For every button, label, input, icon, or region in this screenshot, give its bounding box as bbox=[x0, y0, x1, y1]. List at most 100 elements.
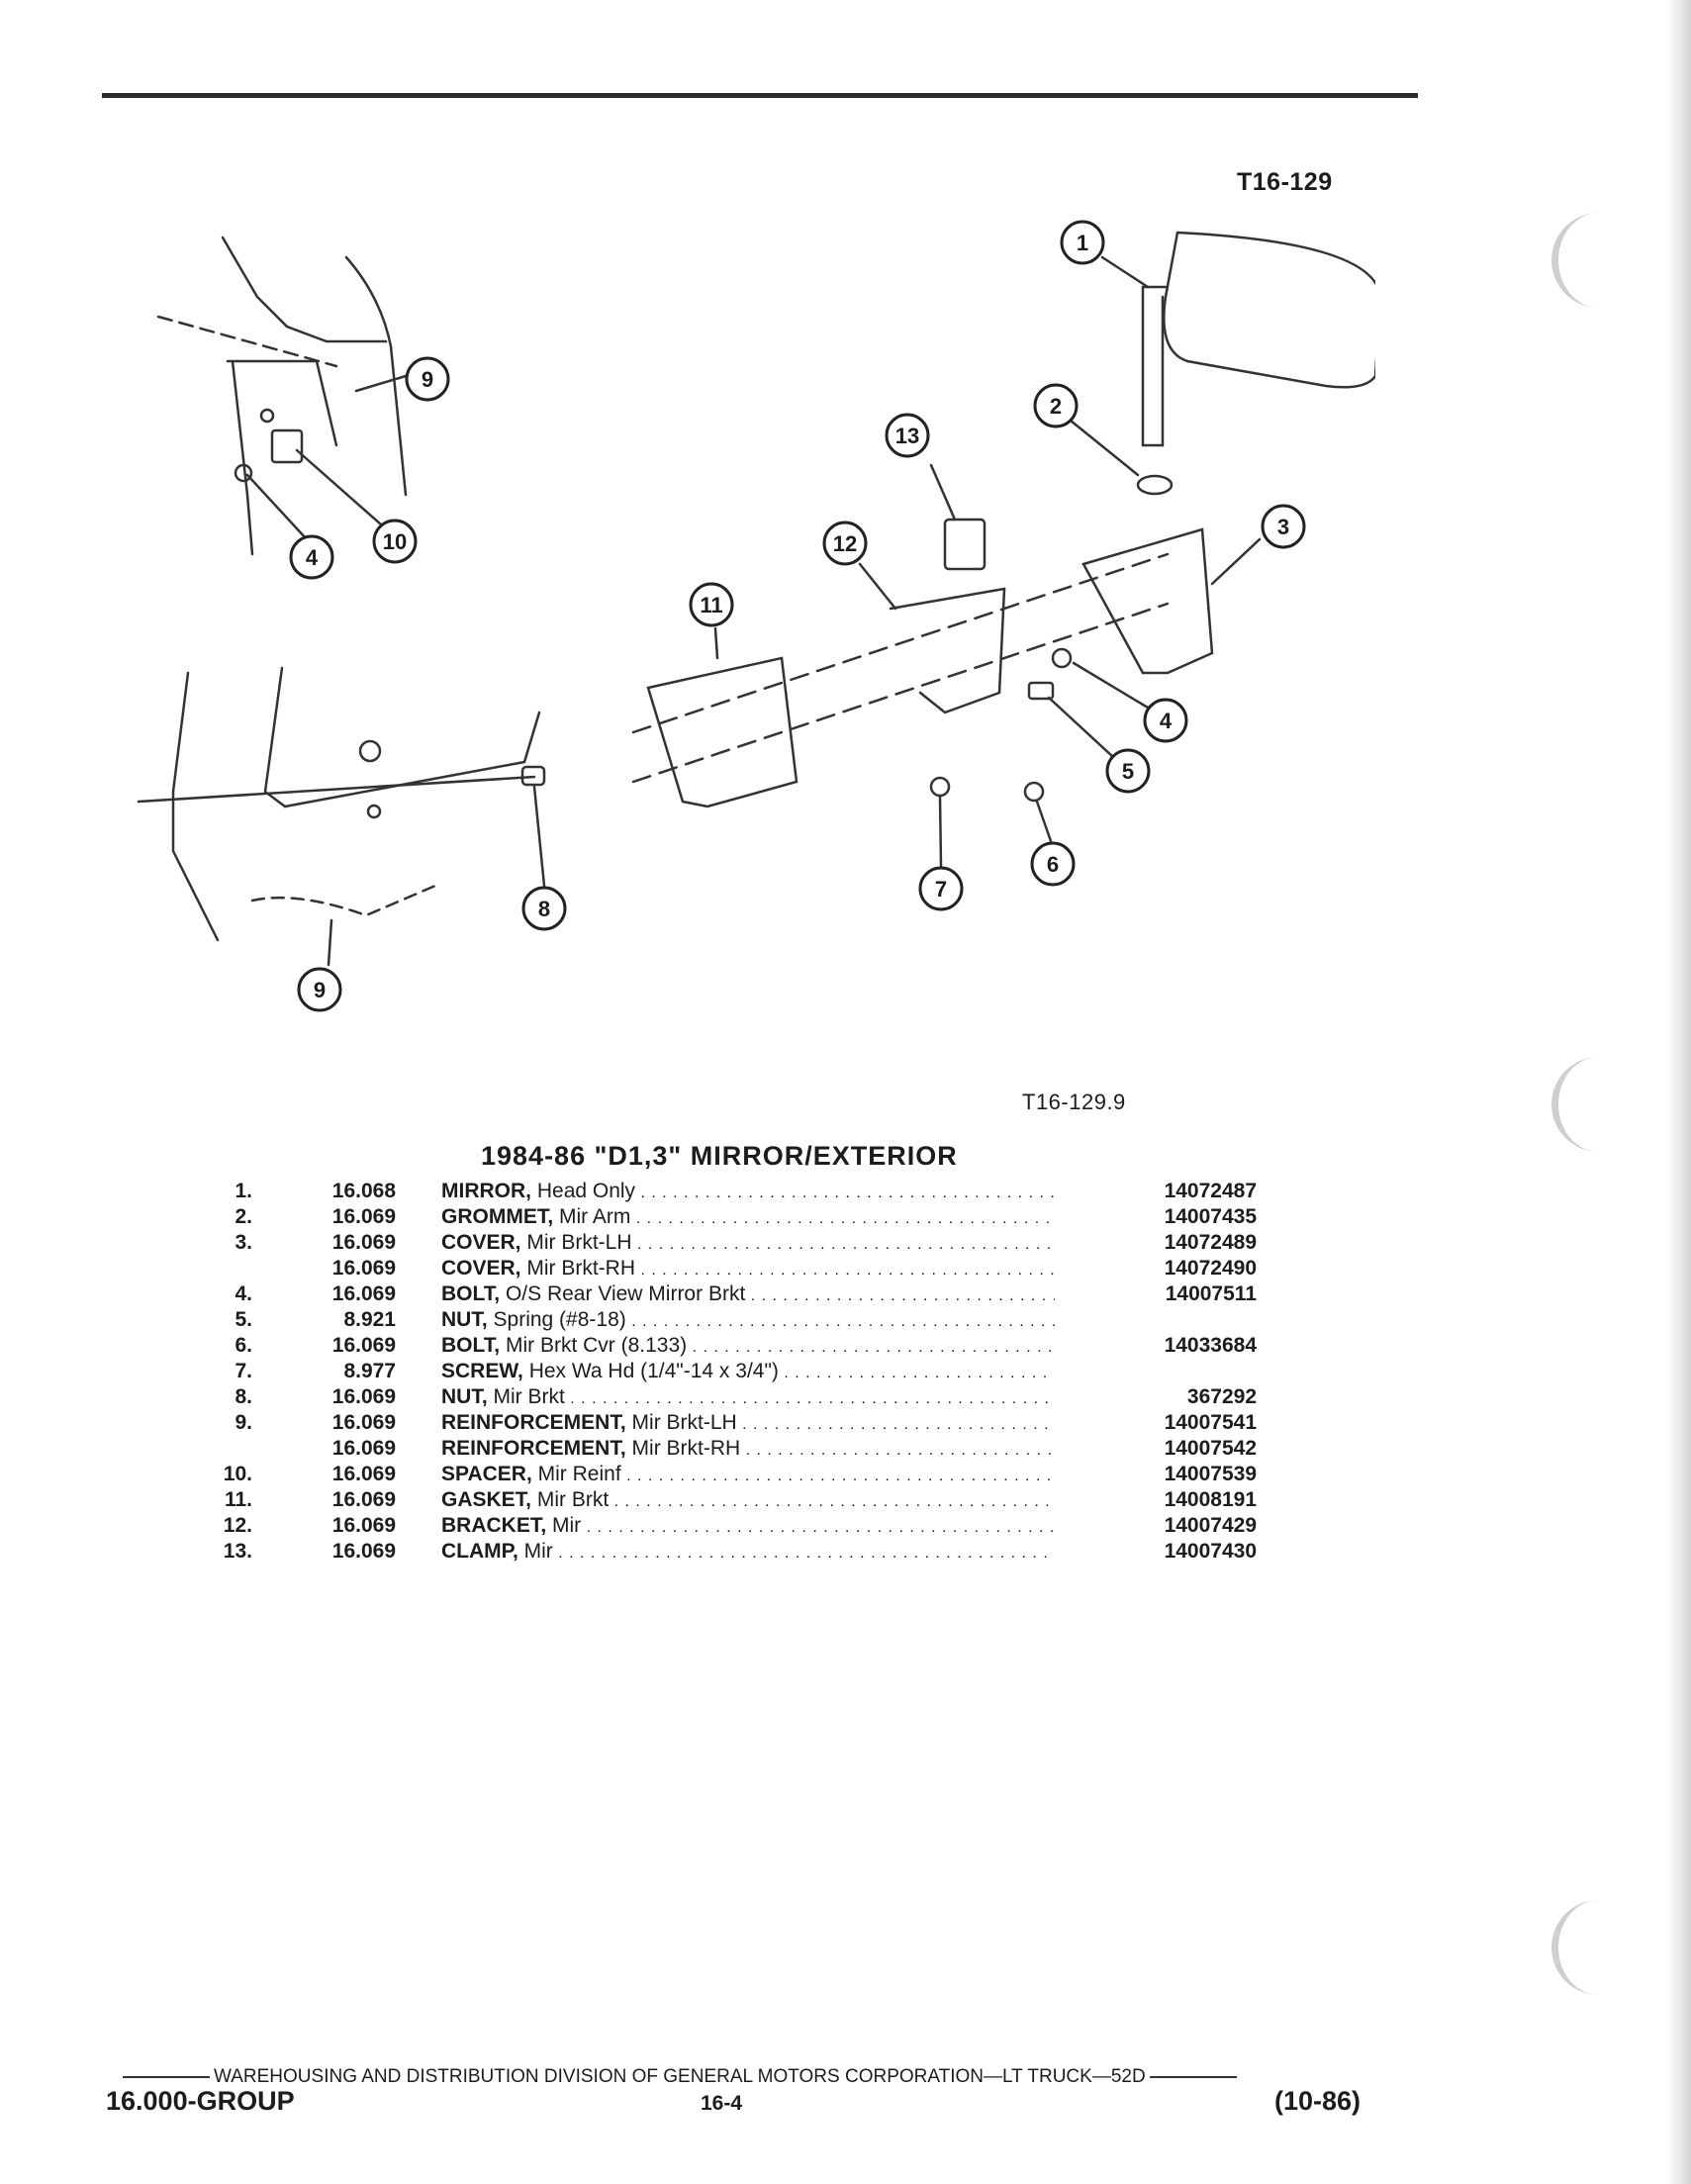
gm-part-number: 14007430 bbox=[1164, 1540, 1257, 1563]
callout-4: 4 bbox=[1143, 698, 1188, 743]
part-number-index: 5. bbox=[235, 1308, 252, 1331]
part-detail: Mir Brkt Cvr (8.133) bbox=[505, 1334, 688, 1357]
part-description: REINFORCEMENT, Mir Brkt-LH bbox=[441, 1410, 1055, 1438]
part-detail: Hex Wa Hd (1/4"-14 x 3/4") bbox=[528, 1360, 779, 1382]
callout-6: 6 bbox=[1030, 841, 1076, 887]
callout-7: 7 bbox=[918, 866, 964, 911]
grommet-shape bbox=[1136, 474, 1174, 496]
part-name: GROMMET, bbox=[441, 1205, 554, 1228]
part-detail: Mir Brkt bbox=[536, 1488, 610, 1511]
part-number-index: 4. bbox=[235, 1282, 252, 1305]
part-number-index: 1. bbox=[235, 1180, 252, 1202]
door-line bbox=[171, 671, 220, 942]
group-number: 16.069 bbox=[331, 1385, 396, 1408]
mirror-head-shape bbox=[1163, 231, 1375, 389]
leader-line bbox=[327, 918, 333, 967]
part-detail: Mir bbox=[523, 1540, 553, 1563]
bolt-shape bbox=[1051, 647, 1073, 669]
revision-date: (10-86) bbox=[1274, 2086, 1362, 2116]
svg-text:10: 10 bbox=[383, 529, 407, 554]
gm-part-number: 14007541 bbox=[1164, 1411, 1257, 1434]
gm-part-number: 14007435 bbox=[1164, 1205, 1257, 1228]
part-detail: Spring (#8-18) bbox=[493, 1308, 626, 1331]
part-name: GASKET, bbox=[441, 1488, 532, 1511]
svg-text:6: 6 bbox=[1047, 852, 1059, 877]
gm-part-number: 14072489 bbox=[1164, 1231, 1257, 1254]
leader-line bbox=[245, 473, 309, 541]
centerline bbox=[631, 552, 1170, 734]
leader-line bbox=[295, 448, 383, 526]
pillar-line bbox=[221, 236, 388, 343]
gm-part-number: 14007539 bbox=[1164, 1463, 1257, 1485]
part-name: MIRROR, bbox=[441, 1180, 531, 1202]
group-number: 8.977 bbox=[343, 1360, 396, 1382]
callout-10: 10 bbox=[372, 519, 418, 564]
svg-text:5: 5 bbox=[1122, 759, 1134, 784]
centerline bbox=[631, 602, 1170, 784]
svg-text:7: 7 bbox=[935, 877, 947, 902]
part-number-index: 9. bbox=[235, 1411, 252, 1434]
bolt-shape bbox=[259, 408, 275, 424]
leader-line bbox=[1072, 661, 1150, 710]
part-detail: Mir Brkt bbox=[493, 1385, 565, 1408]
part-name: BRACKET, bbox=[441, 1514, 547, 1537]
part-description: GROMMET, Mir Arm bbox=[441, 1204, 1055, 1232]
leader-line bbox=[1035, 800, 1053, 843]
part-detail: Mir Arm bbox=[559, 1205, 631, 1228]
group-number: 16.069 bbox=[331, 1205, 396, 1228]
part-description: REINFORCEMENT, Mir Brkt-RH bbox=[441, 1436, 1055, 1464]
bolt-shape bbox=[1023, 781, 1045, 803]
part-number-index: 11. bbox=[224, 1488, 252, 1511]
part-name: COVER, bbox=[441, 1231, 521, 1254]
binder-hole bbox=[1551, 1900, 1604, 1995]
footer-group: 16.000-GROUP bbox=[106, 2086, 295, 2116]
page-title: 1984-86 "D1,3" MIRROR/EXTERIOR bbox=[481, 1141, 958, 1171]
svg-text:4: 4 bbox=[306, 545, 319, 570]
pillar-line bbox=[231, 359, 254, 556]
binder-hole bbox=[1551, 1057, 1604, 1152]
leader-line bbox=[938, 795, 943, 868]
callout-11: 11 bbox=[689, 582, 734, 627]
pillar-line bbox=[344, 255, 408, 497]
part-description: COVER, Mir Brkt-LH bbox=[441, 1230, 1055, 1258]
part-name: CLAMP, bbox=[441, 1540, 518, 1563]
group-number: 16.068 bbox=[331, 1180, 396, 1202]
svg-text:2: 2 bbox=[1050, 394, 1062, 419]
door-line bbox=[263, 666, 541, 808]
group-number: 16.069 bbox=[331, 1411, 396, 1434]
door-line bbox=[137, 775, 536, 804]
part-description: SCREW, Hex Wa Hd (1/4"-14 x 3/4") bbox=[441, 1359, 1055, 1386]
callout-5: 5 bbox=[1105, 748, 1151, 794]
svg-text:13: 13 bbox=[895, 424, 919, 448]
group-number: 16.069 bbox=[331, 1282, 396, 1305]
cover-shape bbox=[1081, 527, 1214, 675]
leader-line bbox=[713, 626, 719, 660]
leader-line bbox=[858, 562, 897, 611]
svg-text:1: 1 bbox=[1077, 231, 1088, 255]
gm-part-number: 367292 bbox=[1186, 1385, 1257, 1408]
footer-division: WAREHOUSING AND DISTRIBUTION DIVISION OF… bbox=[119, 2066, 1385, 2088]
svg-text:8: 8 bbox=[538, 897, 550, 921]
svg-text:3: 3 bbox=[1277, 515, 1289, 539]
part-name: NUT, bbox=[441, 1308, 488, 1331]
leader-line bbox=[1210, 537, 1262, 586]
part-number-index: 10. bbox=[223, 1463, 252, 1485]
mirror-arm-shape bbox=[1141, 285, 1168, 447]
group-number: 16.069 bbox=[331, 1514, 396, 1537]
part-detail: Mir Brkt-LH bbox=[631, 1411, 737, 1434]
spacer-shape bbox=[270, 428, 304, 464]
callout-4: 4 bbox=[289, 534, 334, 580]
part-description: NUT, Mir Brkt bbox=[441, 1384, 1055, 1412]
leader-line bbox=[1047, 696, 1115, 759]
part-name: REINFORCEMENT, bbox=[441, 1437, 626, 1460]
svg-text:11: 11 bbox=[700, 593, 722, 617]
gm-part-number: 14033684 bbox=[1164, 1334, 1257, 1357]
